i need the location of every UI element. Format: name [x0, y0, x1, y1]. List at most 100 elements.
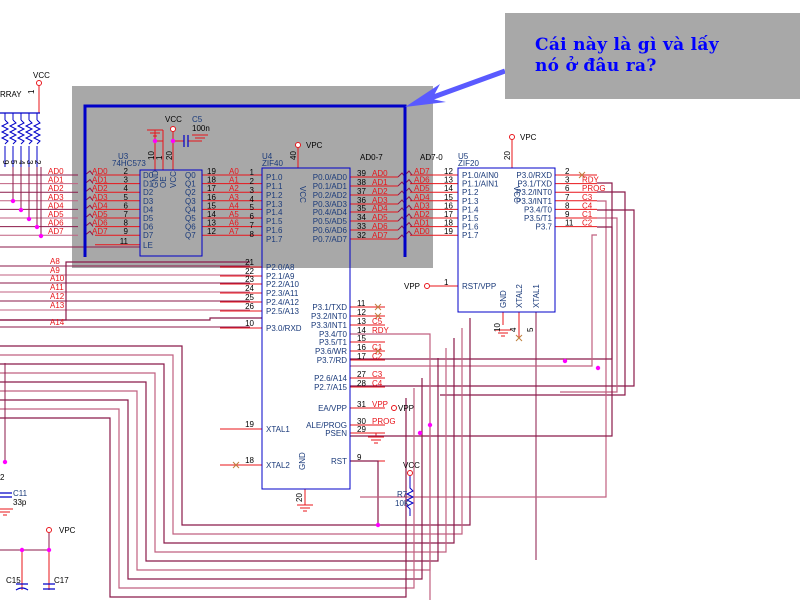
- u5-pin-name: P3.3/INT1: [516, 197, 553, 206]
- wire-rst: [350, 460, 379, 525]
- u3-pin-num: 7: [124, 210, 129, 219]
- power-terminal-icon: [46, 527, 52, 533]
- wire-a14: [0, 261, 250, 321]
- power-terminal-icon: [509, 134, 515, 140]
- routed-net: [350, 182, 613, 437]
- u4-pin-name: P0.7/AD7: [313, 235, 348, 244]
- junction-dot: [170, 138, 176, 144]
- power-terminal-icon: [36, 80, 42, 86]
- pin-label: 5: [9, 160, 18, 165]
- u3-net-AD6: AD6: [92, 219, 108, 228]
- u4-pin-num: 16: [357, 343, 366, 352]
- u4-pin-num: 13: [357, 317, 366, 326]
- u4-net-AD1: AD1: [372, 178, 388, 187]
- junction-dot: [34, 224, 40, 230]
- vcc-label: VCC: [33, 71, 50, 80]
- u4-pin-num: 6: [250, 212, 255, 221]
- junction-dot: [26, 216, 32, 222]
- junction-dot: [152, 138, 158, 144]
- net-label-AD3: AD3: [48, 193, 64, 202]
- u4-pin-num: 1: [250, 168, 255, 177]
- u3-ref: U3: [118, 152, 129, 161]
- power-terminal-icon: [170, 126, 176, 132]
- u4-pin-num: 11: [357, 299, 366, 308]
- u3-pin-num: 3: [124, 176, 129, 185]
- u3-pin-num: 6: [124, 201, 129, 210]
- u3-pin-num: 16: [207, 193, 216, 202]
- u3-pin-name: LE: [143, 241, 153, 250]
- u4-pin-num: 30: [357, 417, 366, 426]
- net-label-AD0: AD0: [48, 167, 64, 176]
- u3-net-AD4: AD4: [92, 201, 108, 210]
- resistor-icon: [405, 476, 415, 516]
- bus-entry: [84, 178, 94, 184]
- u5-bottom-pin: 5: [526, 327, 535, 332]
- c5-value: 100n: [192, 124, 210, 133]
- u3-pin-name: Q4: [185, 205, 196, 214]
- u4-pin-num: 22: [245, 267, 254, 276]
- u4-pin-num: 27: [357, 370, 366, 379]
- routed-net: [350, 209, 635, 387]
- u5-pin-name: P3.5/T1: [524, 214, 553, 223]
- junction-dot: [46, 547, 52, 553]
- c11-ref: C11: [13, 489, 28, 498]
- u3-top-pin-name: OE: [159, 176, 168, 188]
- u4-pin-name: P3.0/RXD: [266, 324, 302, 333]
- u3-pin-name: Q0: [185, 171, 196, 180]
- u4-pin-name: P0.6/AD6: [313, 226, 348, 235]
- ground-icon: [147, 129, 163, 137]
- u3-body: [139, 169, 203, 257]
- u3-net-A3: A3: [229, 193, 239, 202]
- u3-net-A2: A2: [229, 184, 239, 193]
- u3-pin-num: 8: [124, 219, 129, 228]
- u4-pin-name: XTAL2: [266, 461, 290, 470]
- u3-pin-num: 19: [207, 167, 216, 176]
- u4-ref: U4: [262, 152, 273, 161]
- u4-pin-name: P3.6/WR: [315, 347, 347, 356]
- u4-pin-num: 15: [357, 334, 366, 343]
- u4-net-A13: A13: [50, 301, 65, 310]
- u3-net-A7: A7: [229, 227, 239, 236]
- bus-label-ad0-7: AD0-7: [360, 153, 383, 162]
- u4-net-AD7: AD7: [372, 231, 388, 240]
- u3-top-pin-name: VCC: [169, 171, 178, 188]
- routed-net: [350, 234, 597, 367]
- u4-pin-name: P3.1/TXD: [312, 303, 347, 312]
- u5-net-AD2: AD2: [414, 210, 430, 219]
- u5-bottom-pin: 10: [493, 323, 502, 332]
- u3-net-AD5: AD5: [92, 210, 108, 219]
- no-connect-icon: [374, 312, 382, 320]
- u5-pin-name: P3.4/T0: [524, 205, 553, 214]
- junction-dot: [38, 233, 44, 239]
- question-callout: Cái này là gì và lấy nó ở đâu ra?: [505, 13, 800, 99]
- u4-net-C2: C2: [372, 352, 383, 361]
- vpc-label: VPC: [520, 133, 537, 142]
- no-connect-icon: [515, 334, 523, 342]
- ground-icon: [368, 436, 384, 444]
- u5-pin-num: 6: [565, 184, 570, 193]
- u3-pin-num: 5: [124, 193, 129, 202]
- u5-pin-name: P1.2: [462, 188, 479, 197]
- bus-entry: [84, 170, 94, 176]
- u4-pin-num: 39: [357, 169, 366, 178]
- u4-pin-name: XTAL1: [266, 425, 290, 434]
- u5-pin-num: 16: [444, 201, 453, 210]
- u5-net-PROG: PROG: [582, 184, 606, 193]
- u4-pin-num: 21: [245, 258, 254, 267]
- capacitor-icon: [0, 492, 12, 498]
- u3-pin-name: D2: [143, 188, 154, 197]
- u4-pin-num: 12: [357, 308, 366, 317]
- u4-net-A10: A10: [50, 274, 65, 283]
- wires: [0, 86, 635, 600]
- u4-pin-name: ALE/PROG: [306, 421, 347, 430]
- u4-gnd-pin: 20: [295, 493, 304, 502]
- u5-pin-name: P1.7: [462, 231, 479, 240]
- u4-pin-num: 36: [357, 196, 366, 205]
- u3-pin-name: D5: [143, 214, 154, 223]
- u4-pin-num: 14: [357, 326, 366, 335]
- u4-net-AD3: AD3: [372, 196, 388, 205]
- u4-pin-name: RST: [331, 457, 347, 466]
- routed-net: [0, 318, 471, 526]
- u4-pin-num: 5: [250, 203, 255, 212]
- c5-ref: C5: [192, 115, 203, 124]
